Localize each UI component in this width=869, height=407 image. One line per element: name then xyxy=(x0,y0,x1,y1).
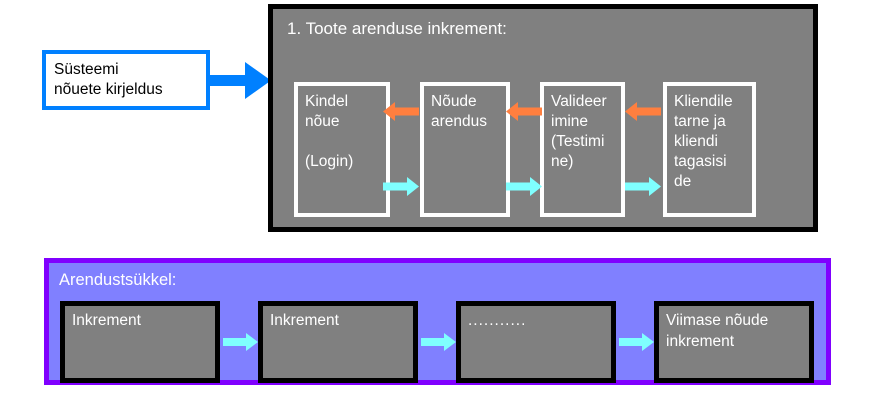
cycle-line: inkrement xyxy=(666,333,735,350)
stage-line: nõue xyxy=(305,113,340,130)
system-requirements-box: Süsteemi nõuete kirjeldus xyxy=(42,50,210,110)
increment-panel-title: 1. Toote arenduse inkrement: xyxy=(287,19,507,38)
system-requirements-line-1: Süsteemi xyxy=(54,61,119,78)
cycle-box-increment-2: Inkrement xyxy=(258,301,418,383)
cycle-line: Inkrement xyxy=(72,312,141,329)
left-arrow-icon xyxy=(506,102,542,121)
stage-box-noude-arendus: Nõude arendus xyxy=(420,82,510,217)
stage-line: Valideer xyxy=(551,93,607,110)
cycle-box-ellipsis: ........... xyxy=(456,301,616,383)
product-increment-panel: 1. Toote arenduse inkrement: Kindel nõue… xyxy=(268,4,818,232)
requirements-to-increment-arrow-icon xyxy=(209,62,271,99)
left-arrow-icon xyxy=(383,102,419,121)
cycle-line: Viimase nõude xyxy=(666,312,769,329)
right-arrow-icon xyxy=(421,333,456,351)
right-arrow-icon xyxy=(383,177,419,196)
stage-line-blank xyxy=(305,132,381,152)
stage-line: arendus xyxy=(431,113,488,130)
left-arrow-icon xyxy=(625,102,661,121)
stage-line: ne) xyxy=(551,153,574,170)
stage-line: tarne ja xyxy=(674,113,726,130)
stage-line: Kindel xyxy=(305,93,349,110)
right-arrow-icon xyxy=(223,333,258,351)
stage-box-kliendile-tarne: Kliendile tarne ja kliendi tagasisi de xyxy=(663,82,756,217)
cycle-line: Inkrement xyxy=(270,312,339,329)
cycle-line: ........... xyxy=(468,312,527,329)
stage-line: tagasisi xyxy=(674,153,727,170)
stage-line: imine xyxy=(551,113,589,130)
stage-box-valideerimine: Valideer imine (Testimi ne) xyxy=(540,82,625,217)
stage-line: de xyxy=(674,173,692,190)
cycle-panel-title: Arendustsükkel: xyxy=(59,271,177,289)
cycle-box-final-increment: Viimase nõude inkrement xyxy=(654,301,814,383)
development-cycle-panel: Arendustsükkel: Inkrement Inkrement ....… xyxy=(44,258,831,385)
system-requirements-line-2: nõuete kirjeldus xyxy=(54,81,163,98)
stage-line: (Testimi xyxy=(551,133,605,150)
stage-line: kliendi xyxy=(674,133,718,150)
stage-line: Nõude xyxy=(431,93,477,110)
right-arrow-icon xyxy=(619,333,654,351)
stage-box-kindel-noue: Kindel nõue (Login) xyxy=(294,82,390,217)
stage-line: Kliendile xyxy=(674,93,733,110)
cycle-box-increment-1: Inkrement xyxy=(60,301,220,383)
right-arrow-icon xyxy=(506,177,542,196)
right-arrow-icon xyxy=(625,177,661,196)
stage-line: (Login) xyxy=(305,153,354,170)
